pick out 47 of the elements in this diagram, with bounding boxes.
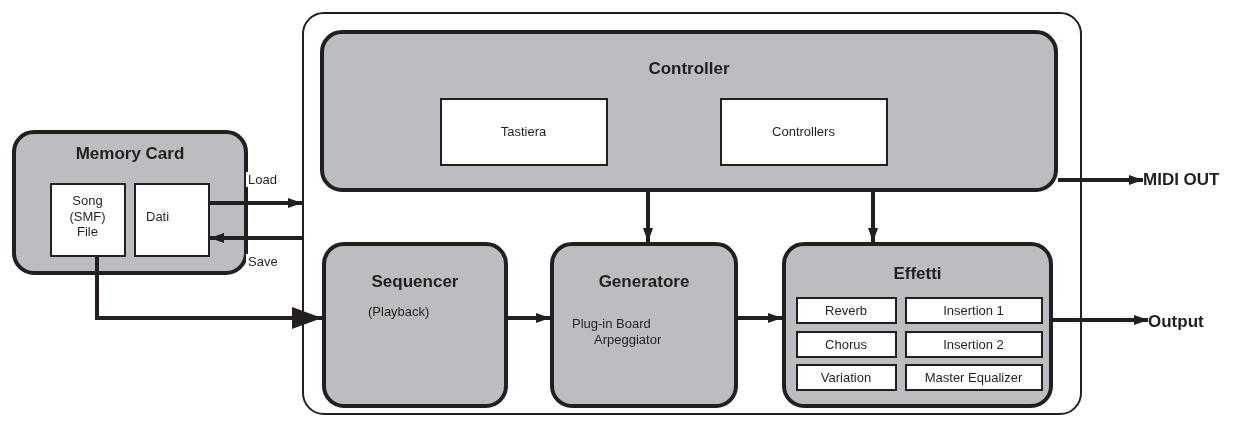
module-label: Arpeggiator xyxy=(594,332,662,347)
output-label: MIDI OUT xyxy=(1143,168,1241,192)
module-label: Master Equalizer xyxy=(923,370,1024,385)
module-box xyxy=(905,331,1043,358)
module-box xyxy=(134,183,210,257)
module-label: (Playback) xyxy=(368,304,430,319)
arrow xyxy=(868,192,878,242)
module-box xyxy=(796,331,897,358)
arrow xyxy=(95,257,322,329)
module-label: Plug-in Board xyxy=(572,316,651,331)
module-label: Song (SMF) File xyxy=(68,193,107,240)
arrow xyxy=(1053,315,1148,325)
arrow xyxy=(738,313,782,323)
module-box xyxy=(905,297,1043,324)
module-label: Controllers xyxy=(771,124,836,139)
edge-label: Load xyxy=(246,172,279,187)
module-box xyxy=(796,364,897,391)
arrow xyxy=(643,192,653,242)
edge-label: Save xyxy=(246,254,280,269)
block-box xyxy=(322,242,508,408)
module-label: Insertion 1 xyxy=(942,303,1005,318)
module-box xyxy=(720,98,888,166)
arrow xyxy=(210,198,302,208)
arrow xyxy=(1058,175,1143,185)
block-title: Generatore xyxy=(597,272,691,292)
module-box xyxy=(905,364,1043,391)
module-label: Chorus xyxy=(824,337,868,352)
module-label: Tastiera xyxy=(499,124,548,139)
module-box xyxy=(796,297,897,324)
block-box xyxy=(550,242,738,408)
arrow xyxy=(210,233,302,243)
block-box xyxy=(782,242,1053,408)
arrow xyxy=(508,313,550,323)
block-box xyxy=(12,130,248,275)
module-label: Reverb xyxy=(824,303,868,318)
module-label: Insertion 2 xyxy=(942,337,1005,352)
output-label: Output xyxy=(1148,310,1218,334)
device-frame xyxy=(302,12,1082,415)
module-label: Dati xyxy=(146,209,170,224)
block-title: Sequencer xyxy=(370,272,460,292)
module-box xyxy=(440,98,608,166)
module-label: Variation xyxy=(819,370,873,385)
block-title: Effetti xyxy=(892,264,943,284)
block-title: Controller xyxy=(647,59,731,79)
module-box xyxy=(50,183,126,257)
block-box xyxy=(320,30,1058,192)
block-title: Memory Card xyxy=(74,144,186,164)
